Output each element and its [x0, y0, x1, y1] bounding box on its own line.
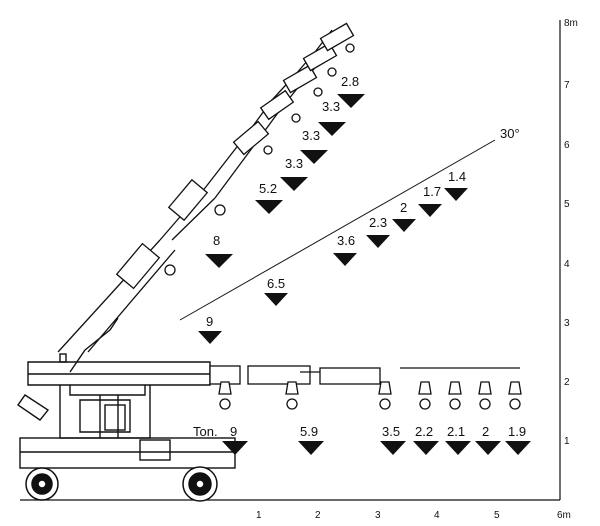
load-marker-icon	[198, 331, 222, 344]
x-tick-2: 2	[315, 510, 321, 521]
horizontal-load-5: 2.1	[447, 424, 465, 439]
raised-load-2: 5.2	[259, 181, 277, 196]
y-tick-3: 3	[564, 318, 570, 329]
x-tick-1: 1	[256, 510, 262, 521]
axes	[20, 20, 561, 501]
angle-reference-line	[179, 139, 496, 321]
angled-load-3: 3.6	[337, 233, 355, 248]
load-marker-icon	[337, 94, 365, 108]
ton-label: Ton.	[193, 424, 218, 439]
horizontal-load-values: 9 5.9 3.5 2.2 2.1 2 1.9	[230, 424, 526, 439]
load-marker-icon	[318, 122, 346, 136]
load-marker-icon	[205, 254, 233, 268]
horizontal-load-6: 2	[482, 424, 489, 439]
load-marker-icon	[300, 150, 328, 164]
load-marker-icon	[298, 441, 324, 455]
raised-boom	[57, 22, 355, 353]
angled-load-values: 9 6.5 3.6 2.3 2 1.7 1.4	[206, 169, 466, 329]
x-axis-ticks: 1 2 3 4 5 6m	[256, 510, 571, 521]
load-marker-icon	[255, 200, 283, 214]
y-axis-end-label: 8m	[564, 18, 578, 29]
y-tick-4: 4	[564, 259, 570, 270]
load-marker-icon	[445, 441, 471, 455]
load-marker-icon	[413, 441, 439, 455]
angled-load-2: 6.5	[267, 276, 285, 291]
load-marker-icon	[222, 441, 248, 455]
raised-load-values: 8 5.2 3.3 3.3 3.3 2.8	[213, 74, 359, 248]
horizontal-load-1: 9	[230, 424, 237, 439]
raised-load-1: 8	[213, 233, 220, 248]
load-marker-icon	[280, 177, 308, 191]
raised-load-6: 2.8	[341, 74, 359, 89]
x-tick-4: 4	[434, 510, 440, 521]
load-marker-icon	[475, 441, 501, 455]
raised-load-3: 3.3	[285, 156, 303, 171]
horizontal-boom	[209, 365, 522, 410]
angled-load-5: 2	[400, 200, 407, 215]
raised-load-5: 3.3	[322, 99, 340, 114]
load-marker-icon	[418, 204, 442, 217]
angled-load-4: 2.3	[369, 215, 387, 230]
angled-load-1: 9	[206, 314, 213, 329]
horizontal-load-2: 5.9	[300, 424, 318, 439]
horizontal-load-markers	[222, 441, 531, 455]
load-marker-icon	[444, 188, 468, 201]
y-tick-5: 5	[564, 199, 570, 210]
load-marker-icon	[264, 293, 288, 306]
angle-label: 30°	[500, 126, 520, 141]
y-tick-1: 1	[564, 436, 570, 447]
horizontal-load-7: 1.9	[508, 424, 526, 439]
angled-load-7: 1.4	[448, 169, 466, 184]
angled-load-markers	[198, 188, 468, 344]
x-tick-3: 3	[375, 510, 381, 521]
horizontal-load-3: 3.5	[382, 424, 400, 439]
raised-load-4: 3.3	[302, 128, 320, 143]
load-marker-icon	[505, 441, 531, 455]
x-tick-5: 5	[494, 510, 500, 521]
crane-wheels	[25, 466, 218, 502]
load-marker-icon	[366, 235, 390, 248]
horizontal-load-4: 2.2	[415, 424, 433, 439]
load-marker-icon	[380, 441, 406, 455]
horizontal-hooks	[218, 381, 522, 410]
angled-load-6: 1.7	[423, 184, 441, 199]
y-tick-6: 6	[564, 140, 570, 151]
y-axis-ticks: 1 2 3 4 5 6 7 8m	[564, 18, 578, 447]
y-tick-2: 2	[564, 377, 570, 388]
crane-body	[17, 317, 236, 469]
load-marker-icon	[392, 219, 416, 232]
x-axis-end-label: 6m	[557, 510, 571, 521]
load-marker-icon	[333, 253, 357, 266]
raised-load-markers	[205, 94, 365, 268]
y-tick-7: 7	[564, 80, 570, 91]
